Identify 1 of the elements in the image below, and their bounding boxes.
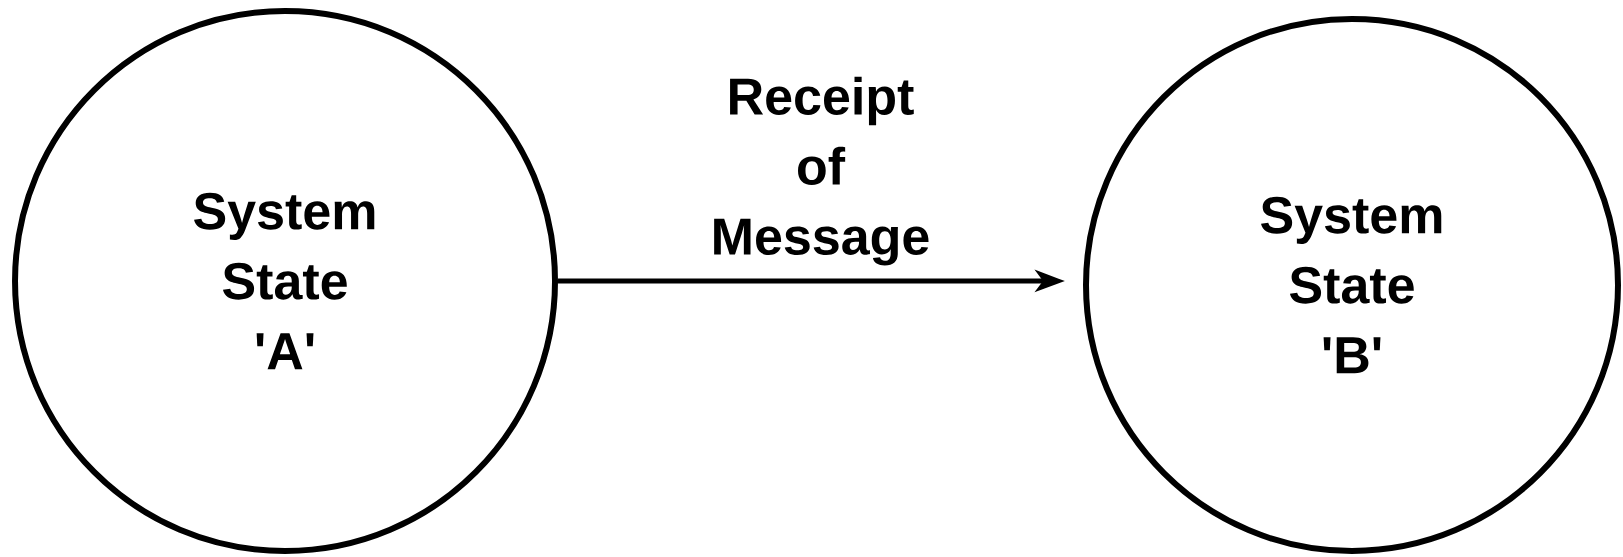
edge-label: Receipt of Message <box>714 76 929 266</box>
